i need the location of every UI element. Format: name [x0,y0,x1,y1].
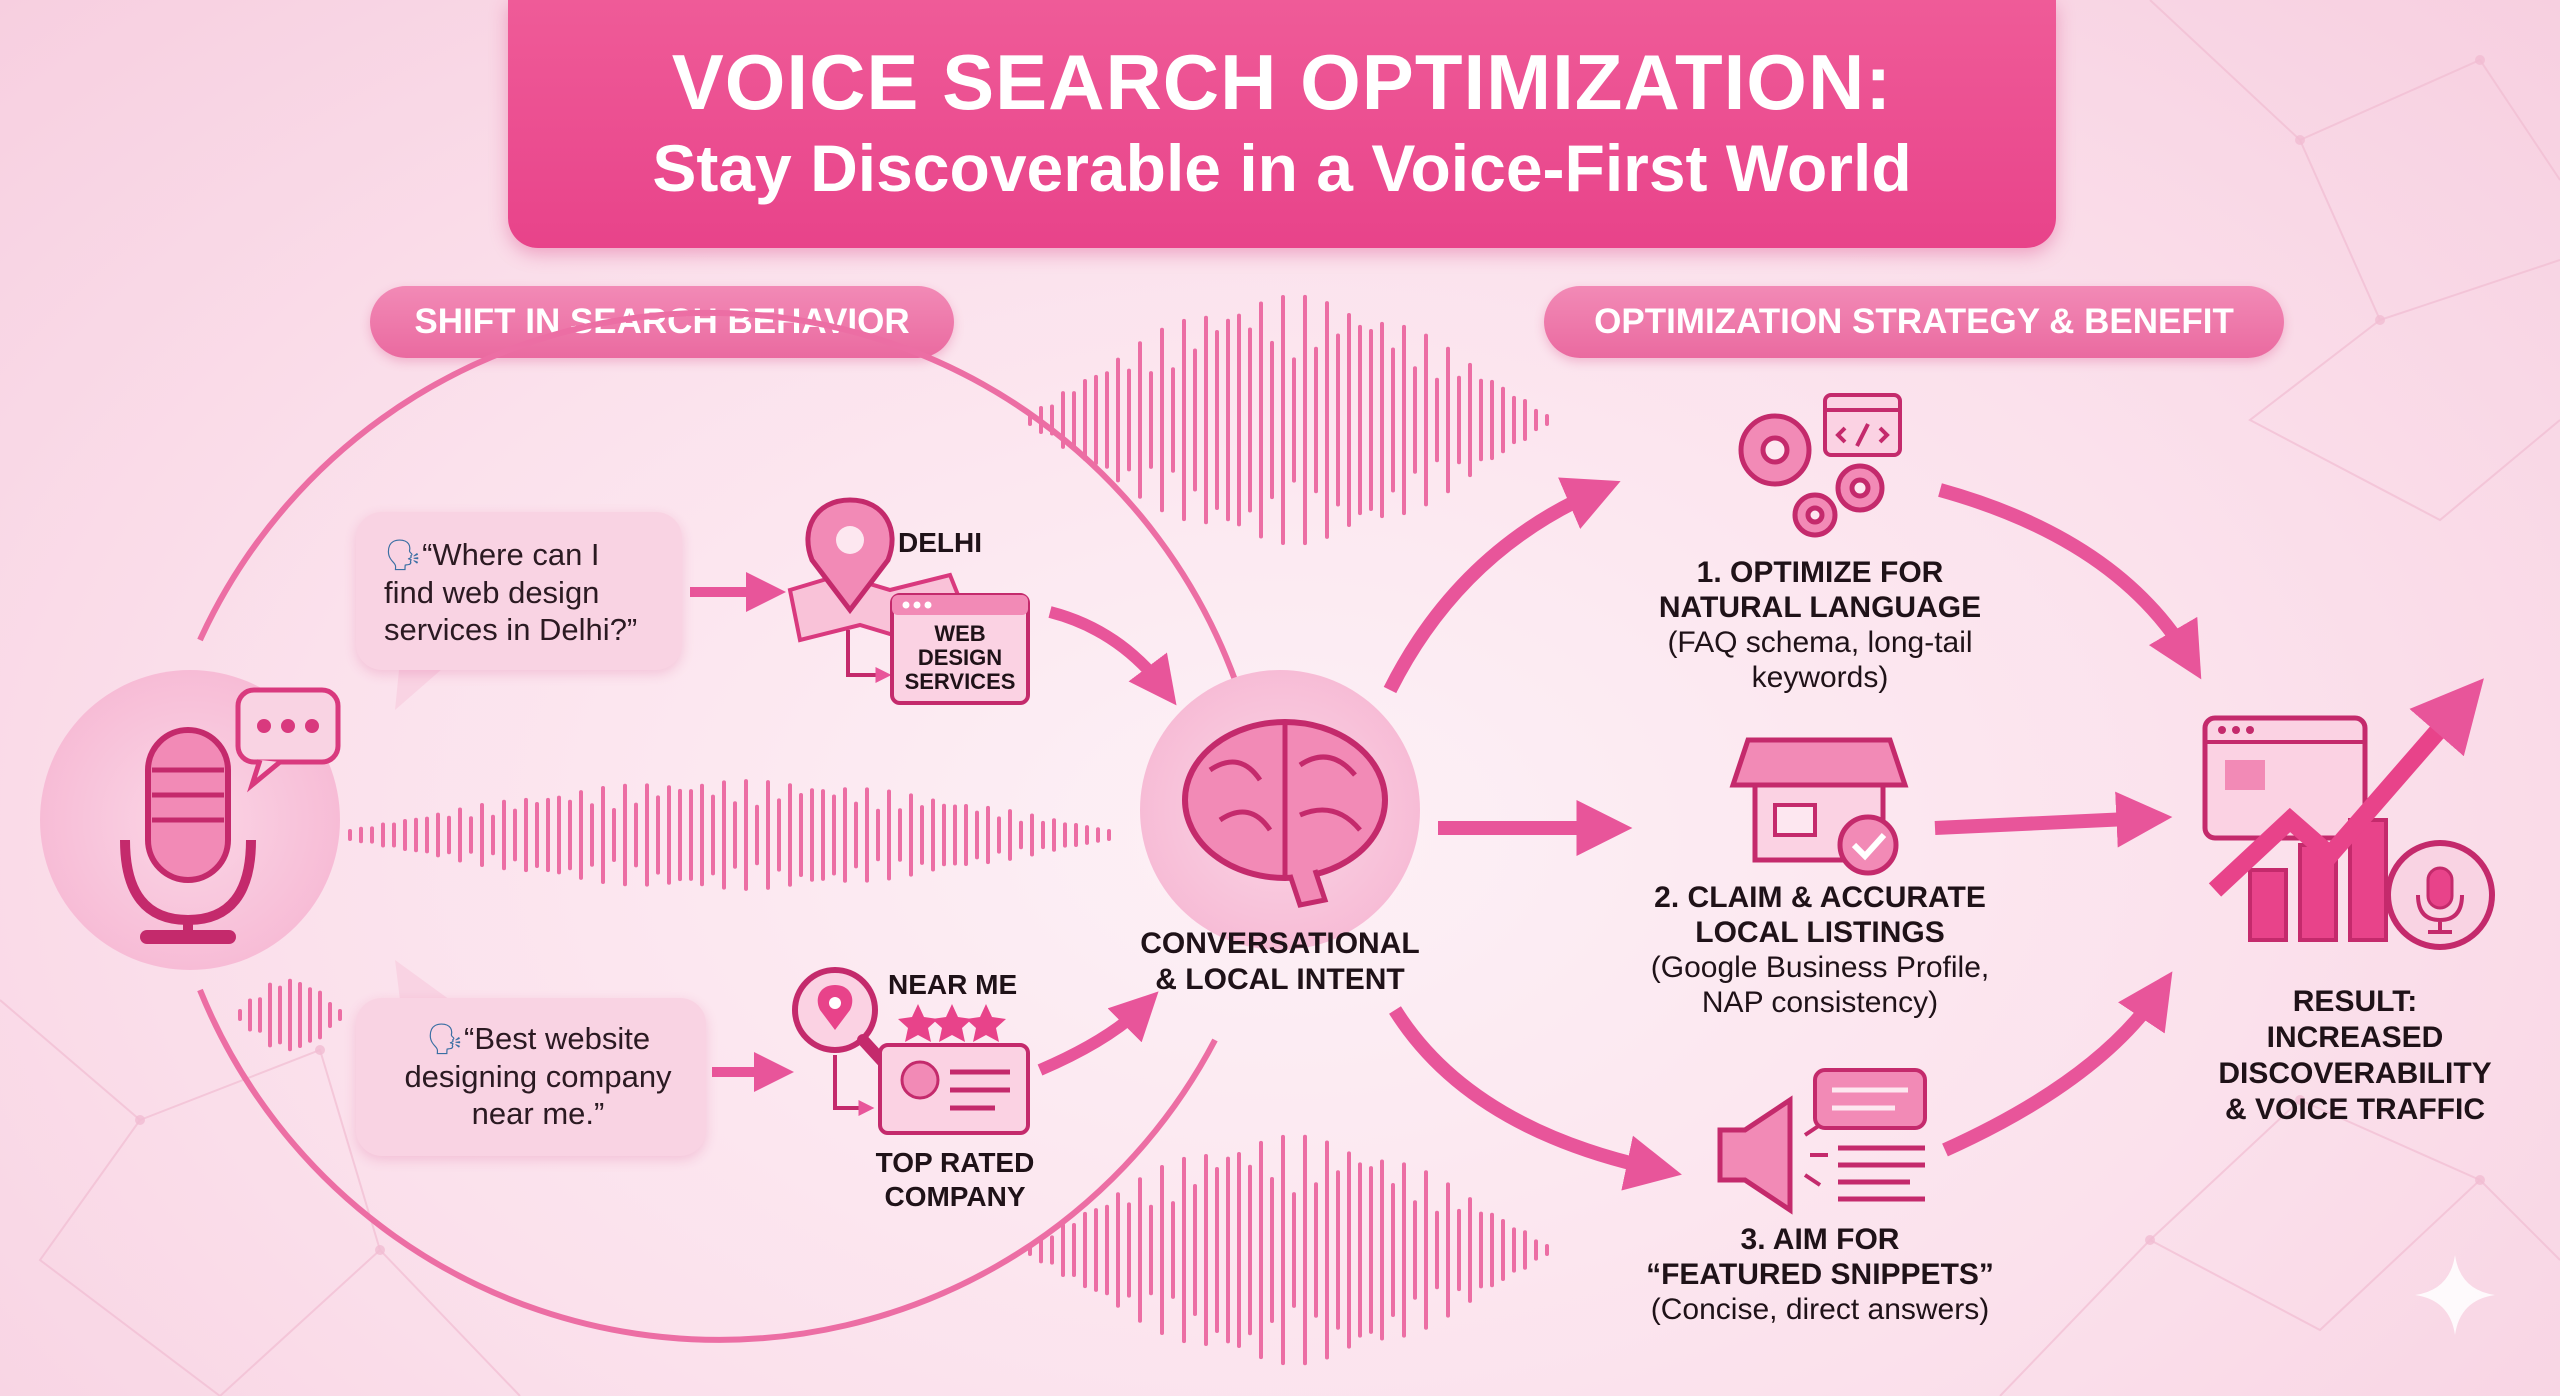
query-bubble-2: 🗣“Best website designing company near me… [356,998,706,1156]
card-line1: WEB [934,621,986,646]
gear-icon [1738,413,1885,538]
code-window-icon [1823,393,1902,457]
arrow-center-to-step1 [1383,477,1621,694]
check-badge-icon [1837,814,1899,876]
step3-title-line1: 3. AIM FOR [1740,1223,1900,1256]
brain-icon [1140,670,1420,950]
top-rated-line1: TOP RATED [875,1147,1035,1178]
center-line1: CONVERSATIONAL [1140,927,1420,960]
step1-desc-line1: (FAQ schema, long-tail [1667,626,1973,659]
sparkle-icon [2415,1255,2495,1335]
result-line2: INCREASED [2266,1021,2444,1054]
result-label: RESULT: INCREASED DISCOVERABILITY & VOIC… [2190,984,2520,1128]
flow-arc-top [197,309,1238,682]
arrow-step1-to-result [1938,483,2202,680]
arrow-step3-to-result [1942,971,2173,1157]
bubble-tail-2 [395,960,450,1000]
arrow-nearme-to-center [1037,991,1159,1076]
result-line3: DISCOVERABILITY [2218,1057,2492,1090]
speaking-head-icon: 🗣 [425,1023,464,1056]
step1-desc-line2: keywords) [1751,661,1889,694]
query2-line1: “Best website [464,1021,651,1056]
center-line2: & LOCAL INTENT [1155,963,1405,996]
map-pin-icon [805,497,895,615]
step-2: 2. CLAIM & ACCURATE LOCAL LISTINGS (Goog… [1600,880,2040,1020]
center-label: CONVERSATIONAL & LOCAL INTENT [1120,926,1440,998]
title-subtitle: Stay Discoverable in a Voice-First World [652,131,1912,205]
megaphone-icon [1717,1095,1828,1215]
step2-title-line1: 2. CLAIM & ACCURATE [1654,881,1986,914]
label-top-rated: TOP RATED COMPANY [850,1146,1060,1214]
query1-line1: “Where can I [422,537,600,572]
arrow-delhi-to-center [1048,606,1177,706]
card-line3: SERVICES [904,669,1016,694]
query1-line3: services in Delhi?” [384,612,638,647]
chat-bubble-icon [235,687,341,793]
label-delhi: DELHI [898,527,982,558]
growth-chart-icon [2202,678,2495,950]
step-1: 1. OPTIMIZE FOR NATURAL LANGUAGE (FAQ sc… [1610,555,2030,695]
query-bubble-1: 🗣“Where can I find web design services i… [356,512,682,670]
title-main: VOICE SEARCH OPTIMIZATION: [671,38,1893,126]
step2-desc-line2: NAP consistency) [1701,986,1939,1019]
step2-title-line2: LOCAL LISTINGS [1695,916,1945,949]
top-rated-line2: COMPANY [884,1181,1026,1212]
step-3: 3. AIM FOR “FEATURED SNIPPETS” (Concise,… [1600,1222,2040,1327]
query1-line2: find web design [384,575,600,610]
step1-title-line1: 1. OPTIMIZE FOR [1696,556,1944,589]
query2-line2: designing company [404,1059,672,1094]
browser-icon [890,593,1030,705]
profile-card-icon [878,1043,1030,1135]
result-line4: & VOICE TRAFFIC [2225,1093,2485,1126]
card-line2: DESIGN [917,645,1003,670]
arrow-center-to-step3 [1389,1006,1682,1191]
step2-desc-line1: (Google Business Profile, [1650,951,1990,984]
result-line1: RESULT: [2292,985,2418,1018]
section-left-header: SHIFT IN SEARCH BEHAVIOR [370,286,954,358]
step3-title-line2: “FEATURED SNIPPETS” [1646,1258,1994,1291]
title-banner: VOICE SEARCH OPTIMIZATION: Stay Discover… [508,0,2056,248]
step3-desc-line1: (Concise, direct answers) [1650,1293,1990,1326]
bubble-tail-1 [395,660,450,710]
query2-line3: near me.” [471,1096,605,1131]
card-web-design: WEB DESIGN SERVICES [892,622,1028,694]
label-near-me: NEAR ME [888,969,1018,1000]
text-lines-icon [1813,1068,1927,1202]
sound-waves [238,294,1549,1366]
flow-arc-bottom [197,988,1218,1343]
storefront-icon [1729,737,1909,863]
star-icon [898,1004,1006,1042]
arrow-step2-to-result [1934,791,2173,848]
speaking-head-icon: 🗣 [384,539,423,572]
step1-title-line2: NATURAL LANGUAGE [1658,591,1982,624]
section-right-header: OPTIMIZATION STRATEGY & BENEFIT [1544,286,2284,358]
